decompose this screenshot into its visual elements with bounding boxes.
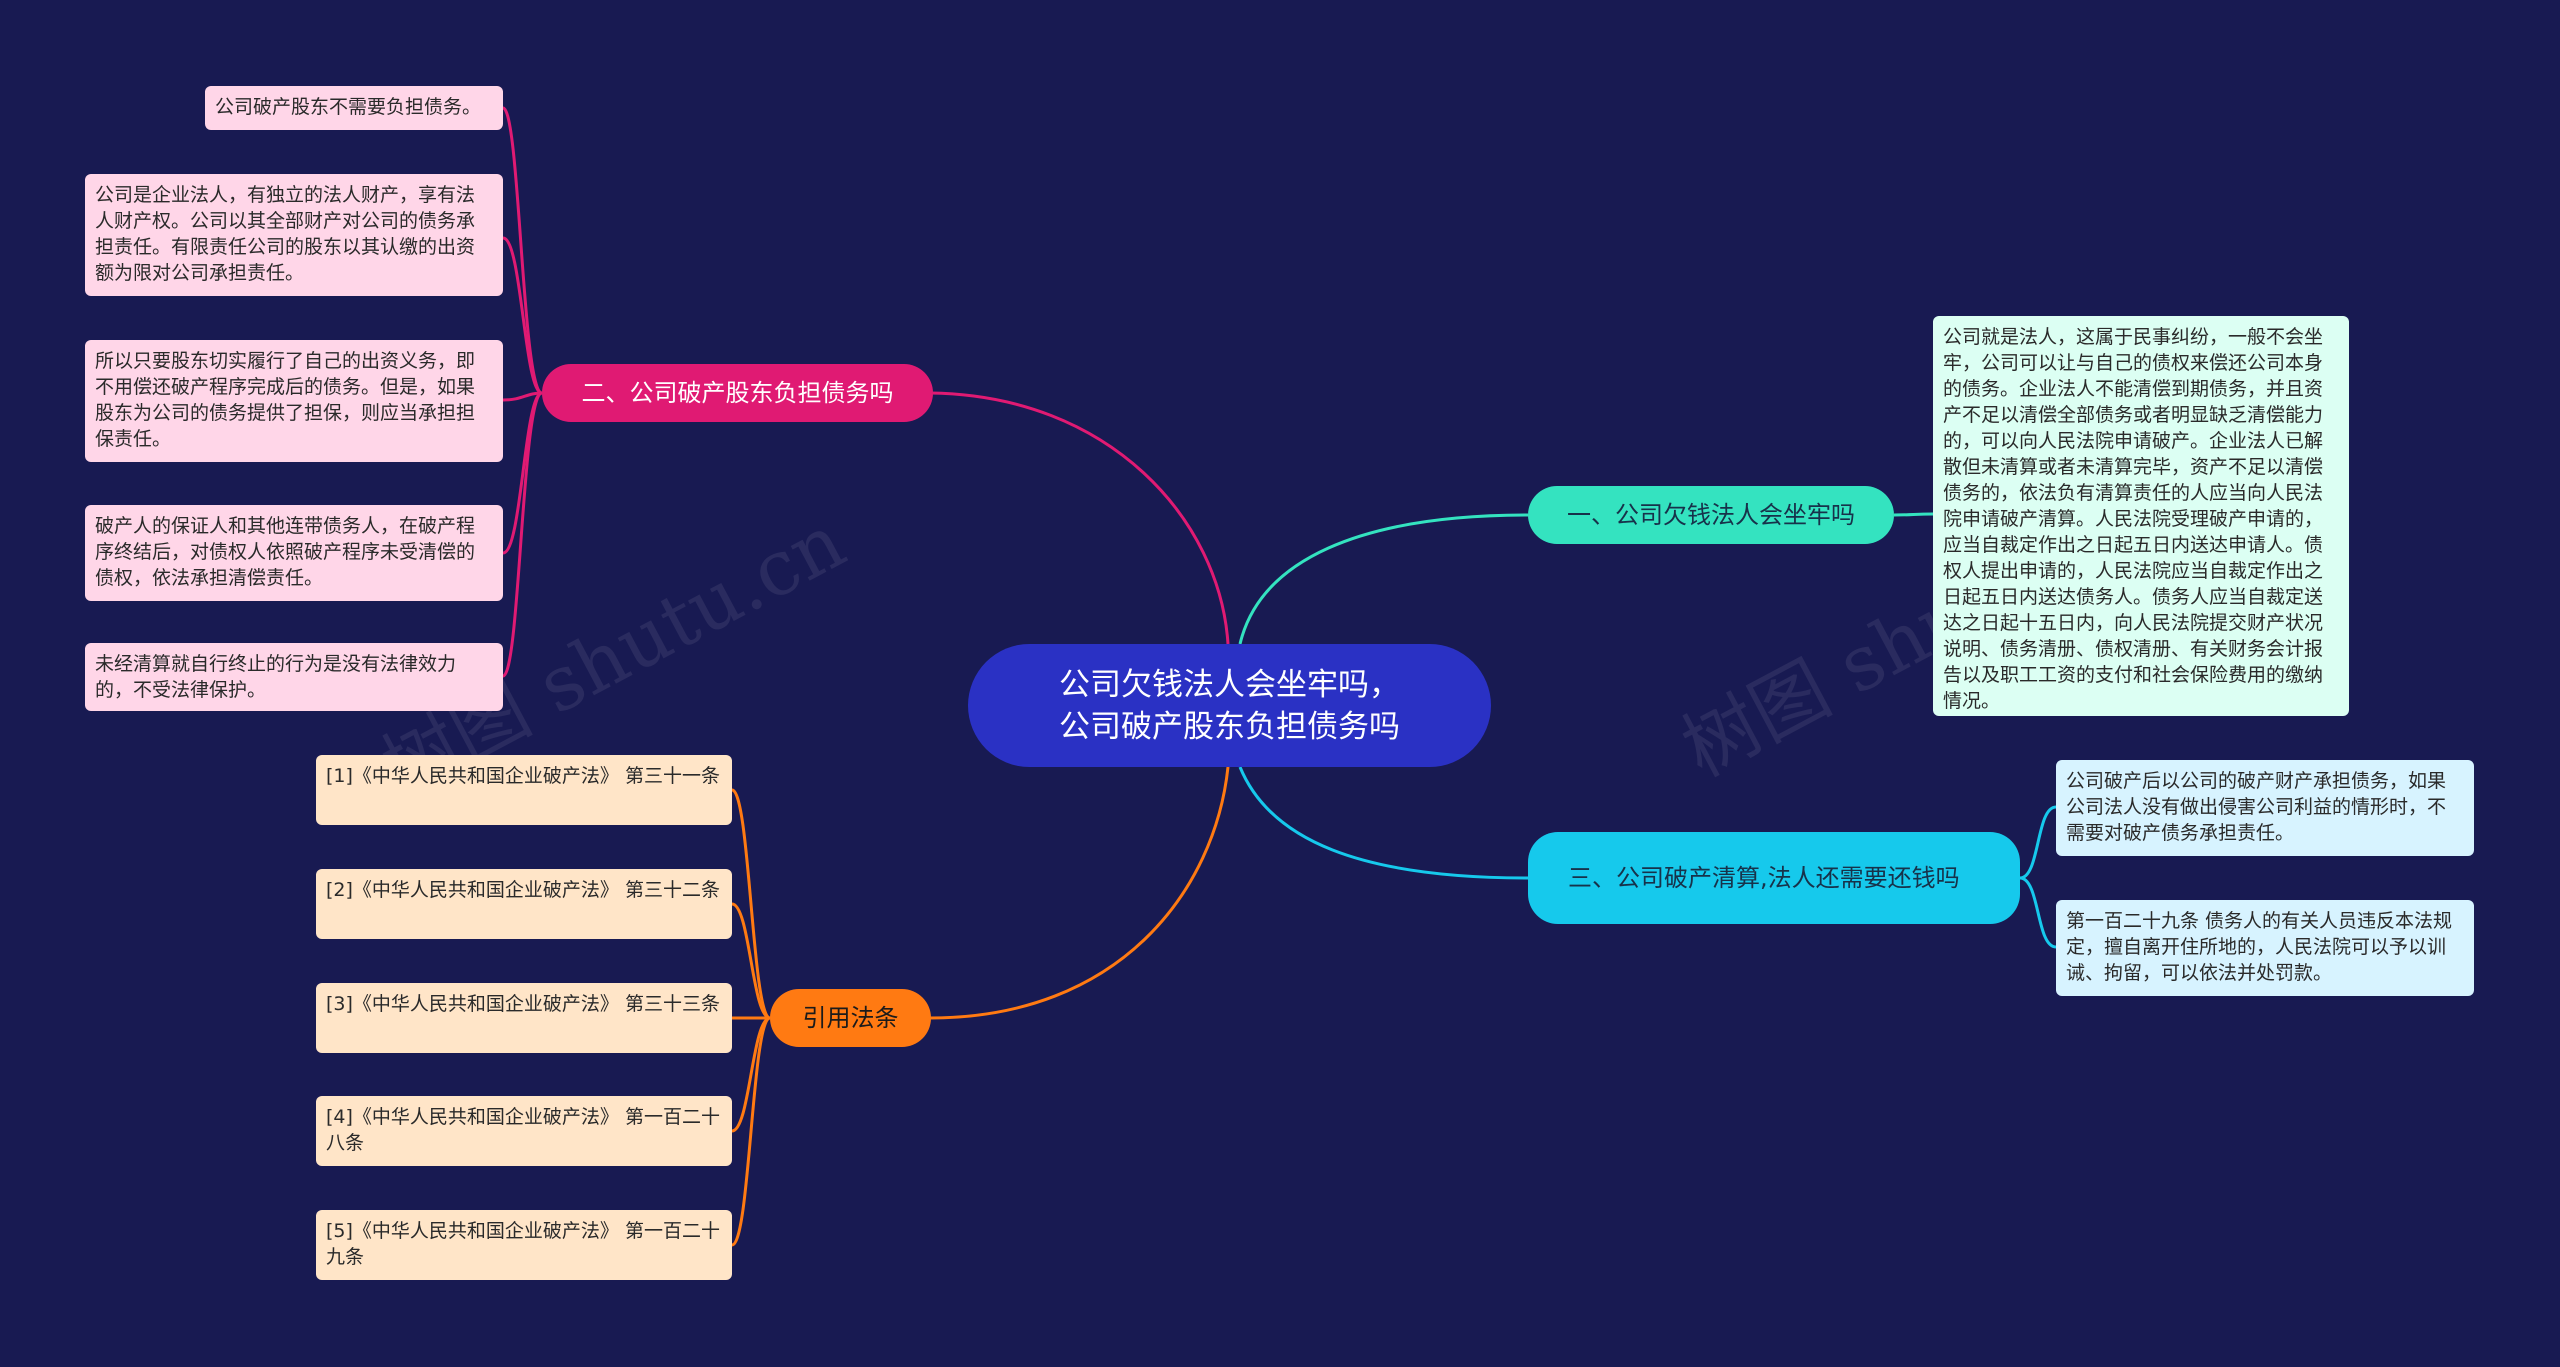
connector-branch-1-leaf-1: [1893, 512, 1934, 517]
leaf-shareholder-4[interactable]: 破产人的保证人和其他连带债务人，在破产程序终结后，对债权人依照破产程序未受清偿的…: [85, 505, 503, 601]
connector-branch-refs-leaf-5: [731, 1016, 771, 1247]
root-topic[interactable]: 公司欠钱法人会坐牢吗， 公司破产股东负担债务吗: [968, 644, 1491, 767]
connector-branch-2-leaf-3: [502, 391, 543, 402]
connector-branch-2-leaf-5: [501, 391, 544, 678]
connector-branch-refs-leaf-4: [731, 1016, 771, 1133]
leaf-legal-rep-detail[interactable]: 公司就是法人，这属于民事纠纷，一般不会坐牢，公司可以让与自己的债权来偿还公司本身…: [1933, 316, 2349, 716]
leaf-law-ref-5[interactable]: [5]《中华人民共和国企业破产法》 第一百二十九条: [316, 1210, 732, 1280]
connector-root-to-branch-1: [1238, 513, 1529, 645]
leaf-shareholder-3[interactable]: 所以只要股东切实履行了自己的出资义务，即不用偿还破产程序完成后的债务。但是，如果…: [85, 340, 503, 462]
branch-shareholder-debt[interactable]: 二、公司破产股东负担债务吗: [542, 364, 933, 422]
leaf-shareholder-1[interactable]: 公司破产股东不需要负担债务。: [205, 86, 503, 130]
connector-root-to-branch-2: [929, 391, 1230, 645]
connector-branch-2-leaf-2: [502, 236, 543, 395]
leaf-shareholder-2[interactable]: 公司是企业法人，有独立的法人财产，享有法人财产权。公司以其全部财产对公司的债务承…: [85, 174, 503, 296]
leaf-liquidation-1[interactable]: 公司破产后以公司的破产财产承担债务，如果公司法人没有做出侵害公司利益的情形时，不…: [2056, 760, 2474, 856]
leaf-law-ref-4[interactable]: [4]《中华人民共和国企业破产法》 第一百二十八条: [316, 1096, 732, 1166]
branch-liquidation-repay[interactable]: 三、公司破产清算,法人还需要还钱吗: [1528, 832, 2020, 924]
connector-branch-2-leaf-4: [502, 391, 543, 555]
connector-branch-refs-leaf-1: [731, 788, 771, 1020]
branch-cited-laws[interactable]: 引用法条: [770, 989, 931, 1047]
leaf-law-ref-2[interactable]: [2]《中华人民共和国企业破产法》 第三十二条: [316, 869, 732, 939]
connector-branch-3-leaf-2: [2019, 876, 2057, 949]
connector-branch-3-leaf-1: [2019, 805, 2057, 880]
connector-branch-refs-leaf-2: [731, 902, 771, 1020]
connector-root-to-branch-3: [1238, 766, 1529, 880]
leaf-liquidation-2[interactable]: 第一百二十九条 债务人的有关人员违反本法规定，擅自离开住所地的，人民法院可以予以…: [2056, 900, 2474, 996]
connector-root-to-branch-refs: [929, 766, 1230, 1020]
leaf-law-ref-1[interactable]: [1]《中华人民共和国企业破产法》 第三十一条: [316, 755, 732, 825]
leaf-shareholder-5[interactable]: 未经清算就自行终止的行为是没有法律效力的，不受法律保护。: [85, 643, 503, 711]
connector-branch-2-leaf-1: [501, 106, 544, 395]
branch-legal-rep-jail[interactable]: 一、公司欠钱法人会坐牢吗: [1528, 486, 1894, 544]
leaf-law-ref-3[interactable]: [3]《中华人民共和国企业破产法》 第三十三条: [316, 983, 732, 1053]
